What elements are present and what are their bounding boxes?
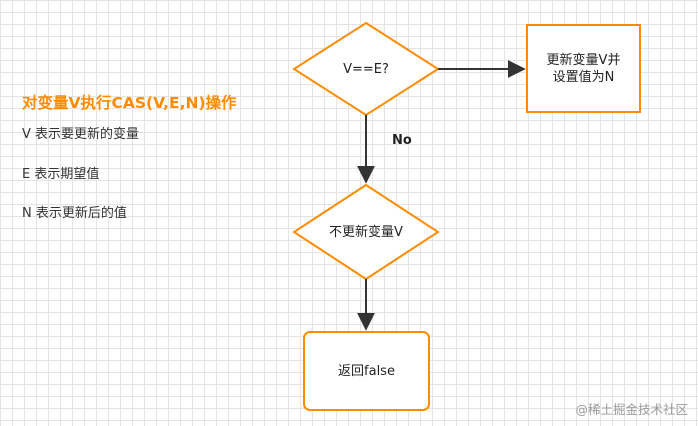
legend-item-n: N 表示更新后的值 xyxy=(22,206,127,221)
watermark: @稀土掘金技术社区 xyxy=(575,402,688,417)
update-box-rect xyxy=(526,24,641,113)
legend-item-e: E 表示期望值 xyxy=(22,167,100,182)
legend: 对变量V执行CAS(V,E,N)操作 V 表示要更新的变量 E 表示期望值 N … xyxy=(22,92,237,221)
edge-label-no: No xyxy=(392,133,412,148)
decision-no-update-label: 不更新变量V xyxy=(329,224,403,240)
update-box-label: 更新变量V并 设置值为N xyxy=(546,52,621,85)
return-box-rect xyxy=(303,331,430,411)
decision-check-label: V==E? xyxy=(343,61,389,77)
legend-title: 对变量V执行CAS(V,E,N)操作 xyxy=(22,94,237,112)
return-box-label: 返回false xyxy=(338,363,395,379)
legend-item-v: V 表示要更新的变量 xyxy=(22,127,140,142)
